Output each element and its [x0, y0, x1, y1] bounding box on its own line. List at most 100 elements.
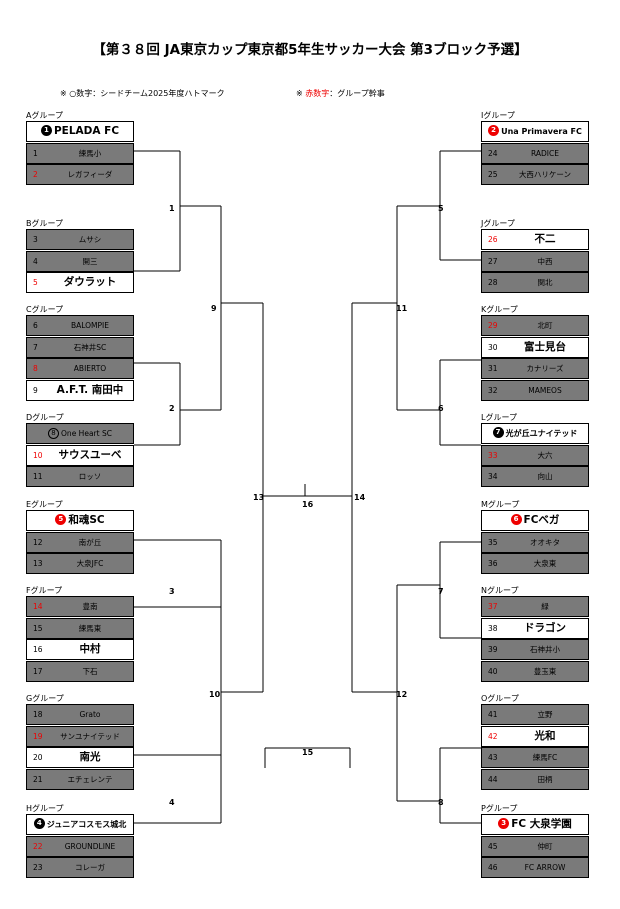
team-name: 田柄 [506, 770, 584, 789]
team-name-text: カナリーズ [526, 364, 564, 374]
team-number: 15 [33, 623, 43, 633]
team-name-text: ロッソ [78, 472, 102, 482]
team-name-text: MAMEOS [528, 386, 562, 396]
team-name: エチェレンテ [51, 770, 129, 789]
team-name: 向山 [506, 467, 584, 486]
team-number: 9 [33, 386, 38, 396]
team-row: 15 練馬東 [26, 617, 134, 639]
team-name-text: 不二 [534, 233, 556, 245]
team-name-text: サンユナイテッド [60, 731, 120, 741]
team-name-text: 豊南 [82, 602, 98, 611]
seed-badge: 1 [40, 124, 52, 136]
team-name-text: 北町 [537, 321, 553, 330]
team-name: 中西 [506, 252, 584, 271]
team-name-text: 南光 [79, 751, 101, 764]
team-number: 12 [33, 537, 43, 547]
group-label: Dグループ [26, 413, 64, 422]
team-name-text: 光和 [534, 729, 556, 742]
team-number: 45 [488, 841, 498, 851]
team-name-text: BALOMPIE [70, 321, 110, 330]
match-number: 12 [396, 690, 408, 699]
seed-badge: 5 [55, 513, 67, 525]
team-name: ダウラット [51, 273, 129, 292]
team-name: 不二 [506, 230, 584, 249]
team-name-text: ドラゴン [524, 621, 566, 634]
team-number: 17 [33, 667, 43, 677]
team-number: 26 [488, 235, 498, 244]
team-row: 12 南が丘 [26, 531, 134, 553]
team-name-text: PELADA FC [53, 125, 120, 137]
team-name-text: 向山 [537, 472, 553, 482]
team-number: 35 [488, 537, 498, 547]
team-number: 18 [33, 710, 43, 719]
team-name-text: 中西 [537, 256, 553, 266]
team-row: 45 仲町 [481, 835, 589, 857]
team-name: オオキタ [506, 533, 584, 552]
group-label: Jグループ [481, 219, 515, 228]
team-name-text: 田柄 [537, 775, 553, 785]
team-number: 31 [488, 364, 498, 374]
team-name-text: 南が丘 [78, 537, 102, 547]
team-name: FC ARROW [506, 858, 584, 877]
team-name: 大西ハリケーン [506, 165, 584, 184]
team-name: コレーガ [51, 858, 129, 877]
team-name-text: FC ARROW [524, 863, 566, 873]
seed-badge: 3 [498, 817, 510, 829]
team-name-text: 大西ハリケーン [518, 170, 572, 180]
team-number: 2 [33, 170, 38, 180]
team-name-text: Una Primavera FC [501, 127, 582, 136]
team-name: RADICE [506, 144, 584, 163]
team-row: 31 カナリーズ [481, 358, 589, 380]
team-name: カナリーズ [506, 359, 584, 378]
team-name: 豊南 [51, 597, 129, 616]
team-number: 28 [488, 278, 498, 288]
team-number: 46 [488, 863, 498, 873]
group-label: Nグループ [481, 586, 519, 595]
team-name: 練馬小 [51, 144, 129, 163]
team-number: 40 [488, 667, 498, 677]
team-name-text: FCベガ [523, 514, 560, 526]
team-name: ロッソ [51, 467, 129, 486]
team-name: 大泉東 [506, 554, 584, 573]
team-name: 緑 [506, 597, 584, 616]
match-number: 9 [211, 304, 217, 313]
group-label: Gグループ [26, 694, 64, 703]
team-name: 大六 [506, 446, 584, 465]
team-row: 35 オオキタ [481, 531, 589, 553]
team-name-text: 緑 [541, 602, 549, 611]
match-number: 10 [209, 690, 221, 699]
team-name-text: エチェレンテ [67, 775, 113, 785]
team-number: 33 [488, 450, 498, 460]
team-name-text: FC 大泉学園 [511, 818, 572, 830]
team-name: 立野 [506, 705, 584, 724]
group-label: Mグループ [481, 500, 520, 509]
team-name: 開三 [51, 252, 129, 271]
group-label: Aグループ [26, 111, 63, 120]
team-number: 42 [488, 731, 498, 741]
host-note-mark: ※ [296, 89, 303, 98]
team-name-text: 練馬東 [78, 623, 102, 633]
team-name: 仲町 [506, 837, 584, 856]
team-name-text: GROUNDLINE [64, 841, 116, 851]
team-name: A.F.T. 南田中 [51, 381, 129, 400]
team-name: 下石 [51, 662, 129, 681]
team-name-text: ムサシ [78, 235, 102, 244]
